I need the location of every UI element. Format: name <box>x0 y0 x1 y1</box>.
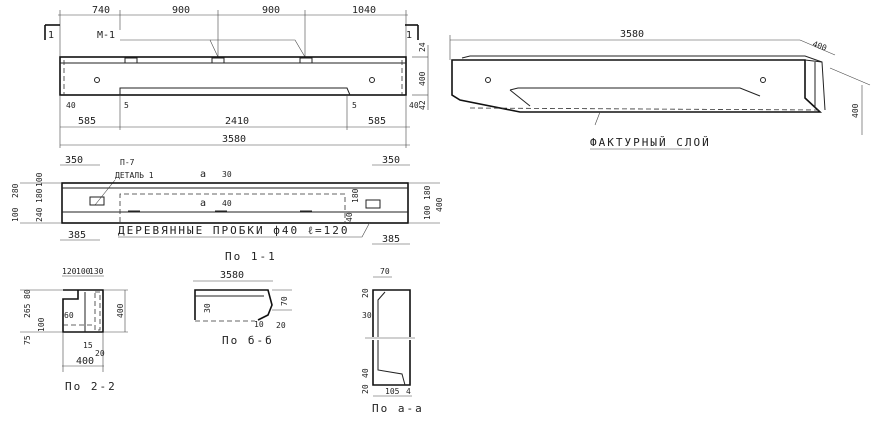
s22-left-100: 100 <box>37 317 46 332</box>
facing-layer-label: ФАКТУРНЫЙ СЛОЙ <box>590 136 711 149</box>
s22-top-120: 120 <box>62 267 77 276</box>
s22-top-130: 130 <box>89 267 104 276</box>
s11-bottom-right: 385 <box>382 234 400 245</box>
s11-right-400: 400 <box>435 197 444 212</box>
s22-dim-15: 15 <box>83 341 93 350</box>
dim-top-1: 740 <box>92 5 110 16</box>
iso-length: 3580 <box>620 29 644 40</box>
section-1-1-outline <box>61 182 409 224</box>
detail-1-label: ДЕТАЛЬ 1 <box>115 171 154 180</box>
section-2-2-caption: По 2-2 <box>65 380 117 393</box>
section-b-b-caption: По б-б <box>222 334 274 347</box>
s11-right-100: 100 <box>423 205 432 220</box>
s22-left-75: 75 <box>23 335 32 345</box>
dim-40-right: 40 <box>409 101 419 110</box>
dim-bottom-585-right: 585 <box>368 116 386 127</box>
saa-dim-105: 105 <box>385 387 400 396</box>
saa-dim-20-bottom: 20 <box>361 384 370 394</box>
dim-bottom-2410: 2410 <box>225 116 249 127</box>
sbb-dim-10: 10 <box>254 320 264 329</box>
dim-right-42: 42 <box>418 100 427 110</box>
s11-left-180: 180 <box>35 188 44 203</box>
s11-left-240: 240 <box>35 207 44 222</box>
s11-dim-180: 180 <box>351 188 360 203</box>
dim-bottom-585-left: 585 <box>78 116 96 127</box>
part-p7-label: П-7 <box>120 158 135 167</box>
saa-dim-40: 40 <box>361 368 370 378</box>
s22-dim-inner: 60 <box>64 311 74 320</box>
isometric-view: 3580 400 400 ФАКТУРНЫЙ СЛОЙ <box>449 29 871 150</box>
sbb-dim-30: 30 <box>203 303 212 313</box>
iso-height: 400 <box>851 103 860 118</box>
saa-dim-70: 70 <box>380 267 390 276</box>
s11-dim-right: 350 <box>382 155 400 166</box>
section-a-bottom: а <box>200 198 206 209</box>
s22-left-80: 80 <box>23 289 32 299</box>
s11-left-100: 100 <box>35 172 44 187</box>
section-2-2: 120 100 130 80 265 100 75 60 400 15 20 4… <box>20 267 128 393</box>
s11-left-100b: 100 <box>11 207 20 222</box>
section-b-b: 3580 30 70 10 20 По б-б <box>193 270 292 347</box>
s22-top-100: 100 <box>76 267 91 276</box>
saa-dim-4: 4 <box>406 387 411 396</box>
section-a-top: а <box>200 169 206 180</box>
section-a-a-outline-bottom <box>372 340 411 386</box>
sbb-dim-70: 70 <box>280 296 289 306</box>
s11-dim-30: 30 <box>222 170 232 179</box>
dim-40-left: 40 <box>66 101 76 110</box>
s22-dim-400-bottom: 400 <box>76 356 94 367</box>
s11-left-280: 280 <box>11 183 20 198</box>
section-1-1: 350 350 П-7 ДЕТАЛЬ 1 а 30 а 40 180 40 10… <box>11 155 444 263</box>
s22-dim-400-right: 400 <box>116 303 125 318</box>
sbb-length: 3580 <box>220 270 244 281</box>
section-a-a-outline-top <box>372 289 411 337</box>
s11-right-180: 180 <box>423 185 432 200</box>
section-1-1-caption: По 1-1 <box>225 250 277 263</box>
dim-right-24: 24 <box>418 42 427 52</box>
dim-top-3: 900 <box>262 5 280 16</box>
dim-5-right: 5 <box>352 101 357 110</box>
saa-dim-20-top: 20 <box>361 288 370 298</box>
section-a-a: 70 20 30 40 20 105 4 По а-а <box>361 267 424 415</box>
s11-dim-left: 350 <box>65 155 83 166</box>
section-a-a-caption: По а-а <box>372 402 424 415</box>
section-mark-left: 1 <box>48 30 54 41</box>
dim-5-left: 5 <box>124 101 129 110</box>
section-2-2-outline <box>62 289 104 333</box>
sbb-dim-20: 20 <box>276 321 286 330</box>
section-mark-right: 1 <box>406 30 412 41</box>
beam-elevation-outline <box>59 56 407 96</box>
iso-beam-outline <box>451 59 823 113</box>
dim-overall-3580: 3580 <box>222 134 246 145</box>
s22-dim-20: 20 <box>95 349 105 358</box>
s11-bottom-left: 385 <box>68 230 86 241</box>
s22-left-265: 265 <box>23 303 32 318</box>
elevation-view: 740 900 900 1040 М-1 1 1 24 400 42 40 5 … <box>44 5 429 148</box>
dim-right-400: 400 <box>418 71 427 86</box>
saa-dim-30: 30 <box>362 311 372 320</box>
embedded-part-label: М-1 <box>97 30 115 41</box>
dim-top-4: 1040 <box>352 5 376 16</box>
section-b-b-outline <box>194 289 273 321</box>
wooden-plugs-label: ДЕРЕВЯННЫЕ ПРОБКИ ф40 ℓ=120 <box>118 224 349 237</box>
s11-dim-40b: 40 <box>345 212 354 222</box>
s11-dim-40: 40 <box>222 199 232 208</box>
dim-top-2: 900 <box>172 5 190 16</box>
